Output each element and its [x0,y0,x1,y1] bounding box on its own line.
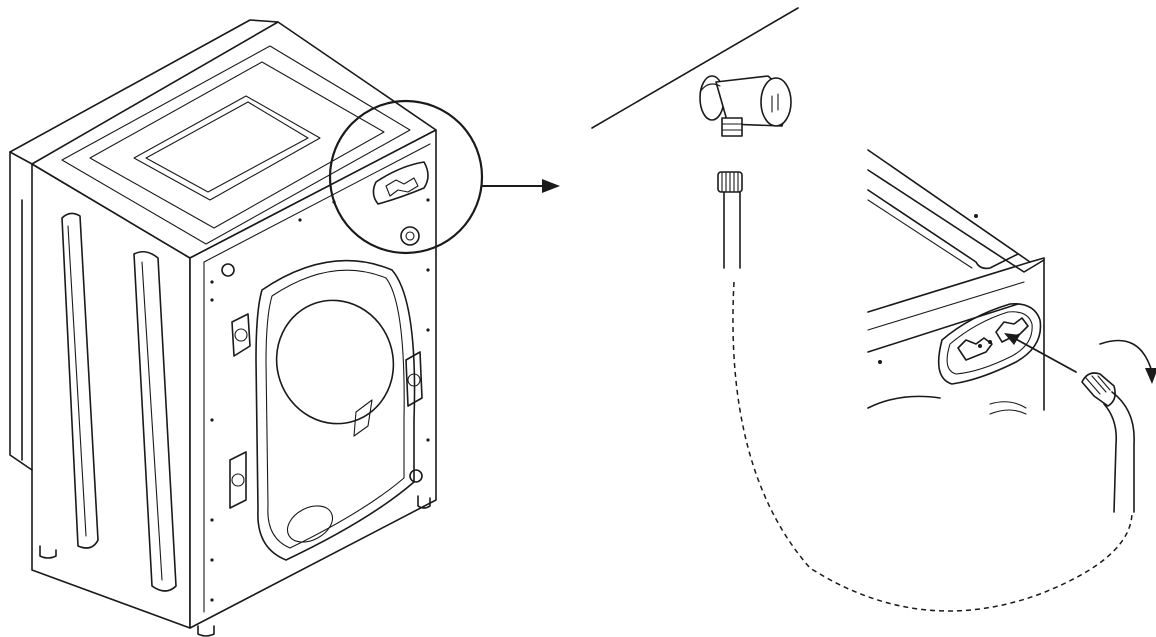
inlet-recess [372,161,429,205]
detail-callout-circle [328,99,484,255]
side-rib-2 [133,250,177,592]
wall-line [591,7,799,129]
machine-back-panel [189,129,437,629]
washing-machine-rear-view [9,19,437,637]
bracket-2 [229,451,247,509]
foot-1 [39,545,57,559]
inlet-valve [400,226,420,246]
callout-arrow [481,179,560,193]
transport-bolt-2 [409,469,423,483]
hose-nut-machine-end [1081,372,1116,407]
tap-handle [760,77,792,127]
transport-bolt-1 [221,263,235,277]
top-recess [133,95,321,201]
bracket-1 [231,313,251,357]
tap-spout [721,117,743,137]
connect-arrow [1004,333,1077,373]
foot-3 [417,495,431,509]
inlet-hose-path [732,281,1133,612]
drum-bulge [275,299,395,425]
bracket-3 [405,351,423,407]
inlet-recess-detail [937,303,1042,385]
rotate-clockwise-icon [1099,339,1156,384]
water-tap [699,75,792,137]
side-rib-1 [61,212,99,549]
machine-detail-view [867,149,1045,415]
back-embossing [255,259,416,561]
inlet-hose-tap-end [717,171,743,269]
foot-2 [197,625,215,637]
inlet-hose-machine-end [1081,372,1135,513]
